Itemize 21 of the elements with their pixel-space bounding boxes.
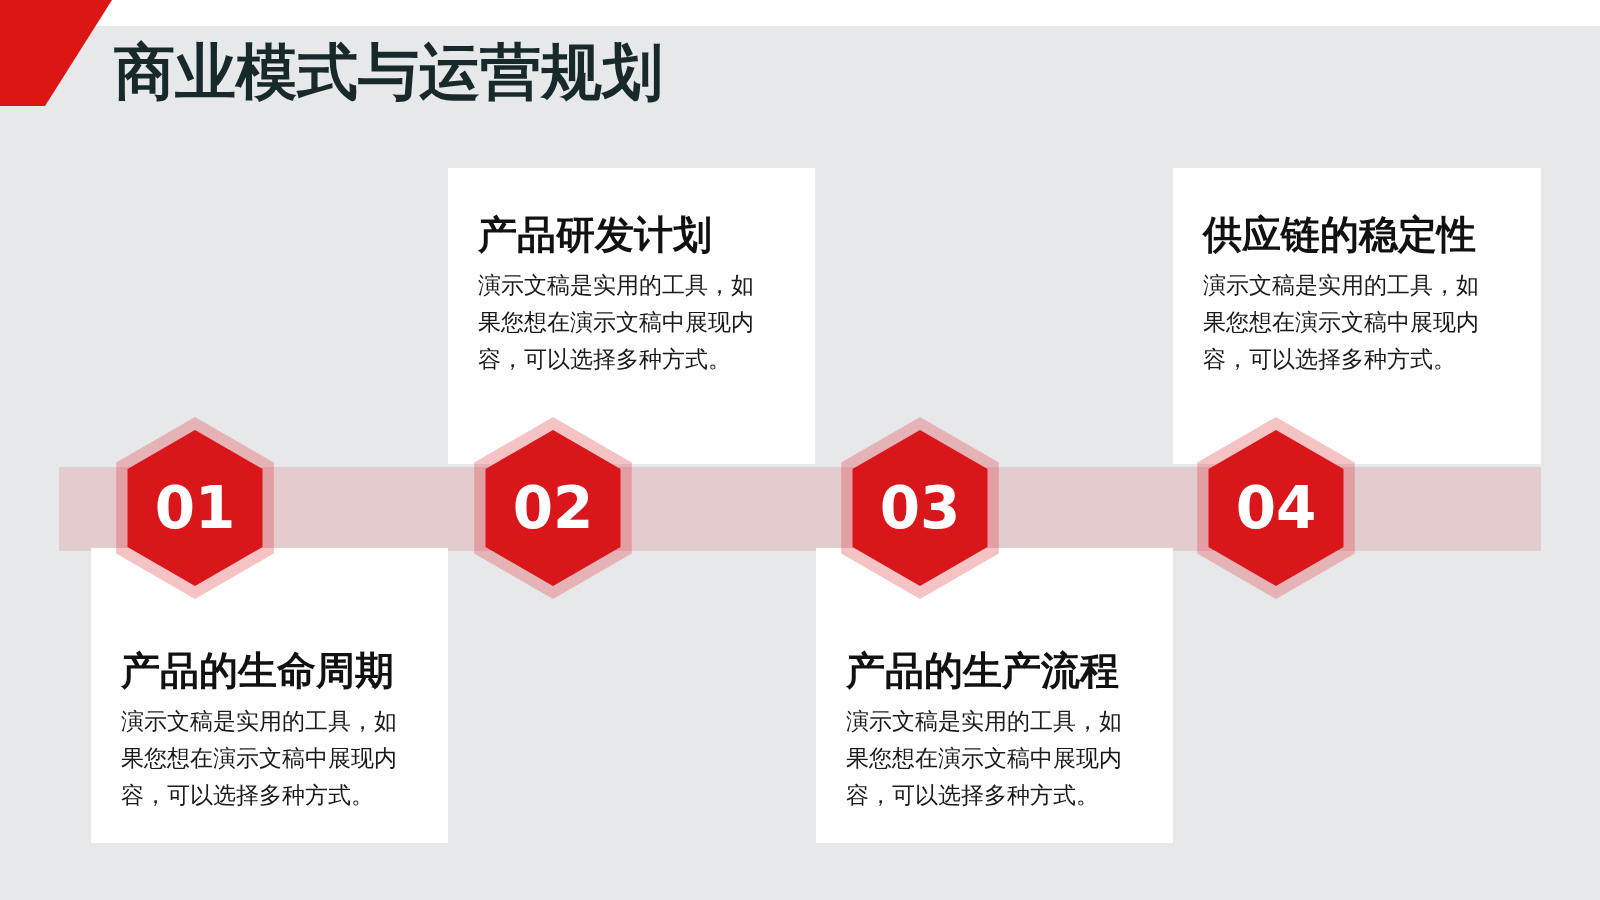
card-text: 演示文稿是实用的工具，如果您想在演示文稿中展现内容，可以选择多种方式。 [478,271,755,374]
info-card [91,548,448,843]
card-title: 供应链的稳定性 [1203,212,1476,258]
step-number: 02 [512,478,594,538]
step-hexagon [115,416,275,600]
step-number: 03 [879,478,961,538]
card-text: 演示文稿是实用的工具，如果您想在演示文稿中展现内容，可以选择多种方式。 [846,707,1123,810]
info-card [816,548,1173,843]
step-hexagon [473,416,633,600]
card-title: 产品研发计划 [478,212,712,258]
step-hexagon [840,416,1000,600]
card-text: 演示文稿是实用的工具，如果您想在演示文稿中展现内容，可以选择多种方式。 [121,707,398,810]
card-text: 演示文稿是实用的工具，如果您想在演示文稿中展现内容，可以选择多种方式。 [1203,271,1480,374]
card-title: 产品的生命周期 [121,648,394,694]
slide-title: 商业模式与运营规划 [114,36,663,108]
step-number: 04 [1235,478,1317,538]
info-card [1173,168,1541,464]
step-hexagon [1196,416,1356,600]
card-title: 产品的生产流程 [846,648,1119,694]
step-number: 01 [154,478,236,538]
info-card [448,168,815,464]
